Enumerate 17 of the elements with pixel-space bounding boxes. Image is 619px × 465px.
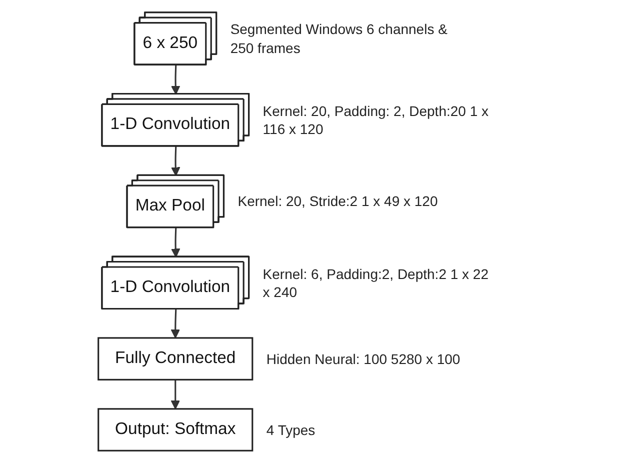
layer-description: Kernel: 20, Stride:2 1 x 49 x 120 [238,192,439,210]
layer-description: Kernel: 20, Padding: 2, Depth:20 1 x 116 x 120 [262,102,490,138]
layer-description: Hidden Neural: 100 5280 x 100 [266,350,462,368]
arrow [170,309,180,338]
process-box: Max Pool [126,174,225,228]
process-box: 6 x 250 [134,12,218,66]
layer-description: Segmented Windows 6 channels & 250 frames [230,20,448,57]
arrow [171,65,180,95]
arrow [171,146,180,176]
arrow [171,228,180,258]
process-box: Fully Connected [98,337,254,380]
process-box: 1-D Convolution [101,92,250,147]
process-box: Output: Softmax [98,408,254,452]
layer-description: 4 Types [266,420,316,439]
process-box: 1-D Convolution [101,256,250,310]
arrow [170,380,180,410]
layer-description: Kernel: 6, Padding:2, Depth:2 1 x 22 x 240 [262,264,490,301]
